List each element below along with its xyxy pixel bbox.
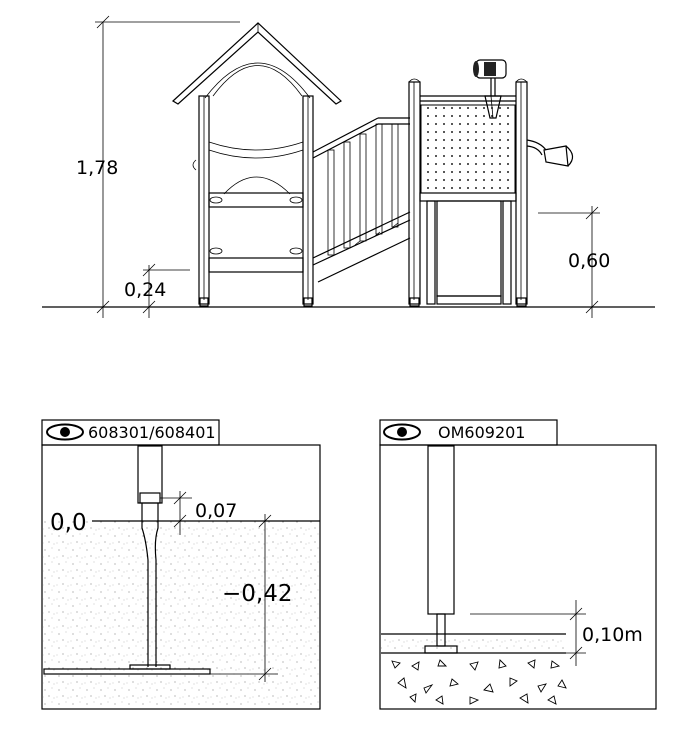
product-code-left: 608301/608401 (88, 423, 216, 442)
ground-level-label: 0,0 (50, 510, 87, 536)
product-code-right: OM609201 (438, 423, 525, 442)
gravel-layer (391, 659, 567, 705)
post-offset-label: 0,07 (195, 500, 237, 522)
house-interior (192, 141, 304, 273)
house-roof (172, 22, 342, 105)
house-posts (198, 95, 314, 307)
playground-elevation: 1,78 0,24 0,60 (42, 15, 655, 318)
perforated-panel (420, 104, 516, 194)
depth-dimension: −0,42 (210, 514, 292, 682)
base-depth-dimension: 0,10m (470, 600, 643, 666)
sand-layer (381, 634, 566, 653)
ramp-bridge (312, 117, 411, 283)
height-dimension-step: 0,24 (124, 263, 190, 318)
detail-tag-left: 608301/608401 (41, 419, 220, 446)
telescope (473, 59, 507, 119)
height-label-step: 0,24 (124, 279, 166, 301)
height-dimension-platform: 0,60 (538, 206, 610, 318)
foundation-detail-right: OM609201 (379, 419, 657, 710)
post-left (43, 445, 211, 675)
base-depth-label: 0,10m (582, 624, 643, 646)
foundation-detail-left: 608301/608401 0,0 0,07 (41, 419, 321, 710)
eye-icon (46, 423, 84, 441)
height-label-platform: 0,60 (568, 250, 610, 272)
tower (408, 78, 528, 307)
height-dimension-total: 1,78 (76, 15, 240, 318)
speaking-tube (526, 139, 574, 167)
post-right (424, 445, 458, 654)
depth-label: −0,42 (222, 581, 292, 607)
height-label-total: 1,78 (76, 157, 118, 179)
eye-icon (383, 423, 421, 441)
detail-tag-right: OM609201 (379, 419, 558, 446)
post-offset-dimension: 0,07 (160, 491, 237, 535)
soil-fill (43, 521, 319, 708)
